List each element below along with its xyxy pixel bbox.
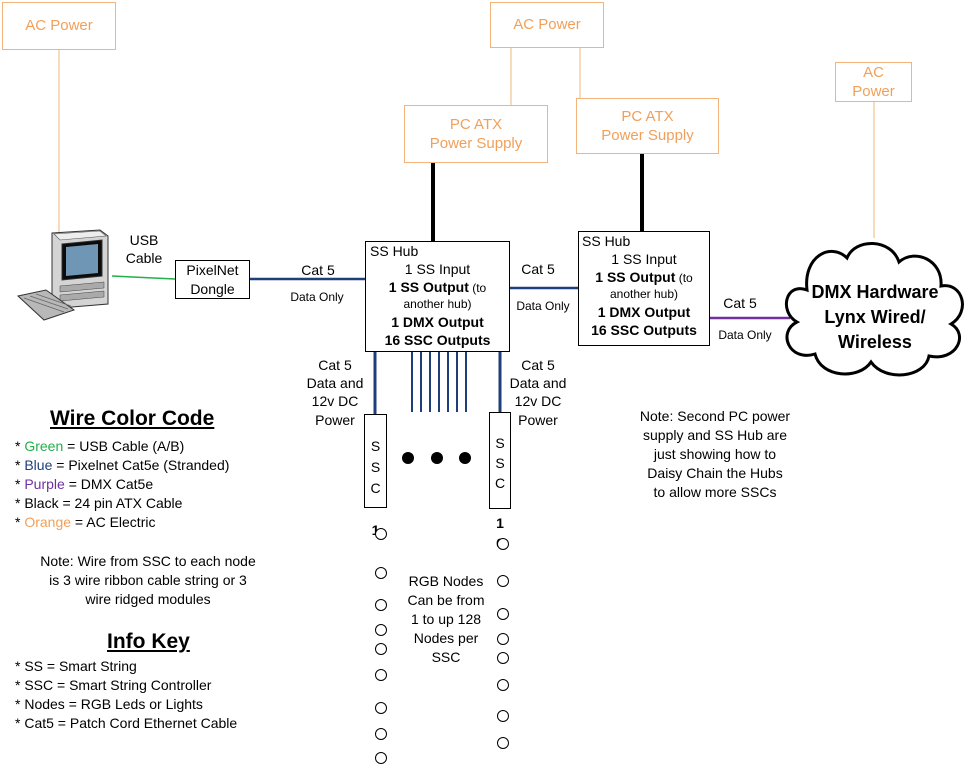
pixelnet-dongle: PixelNet Dongle [175,260,250,299]
info-key-list: * SS = Smart String * SSC = Smart String… [15,657,237,733]
rgb-node [375,752,387,764]
info-key-heading: Info Key [107,630,190,653]
hub2-ss-output-note: (to [675,271,693,286]
ssc-1: S S C 1 [364,414,387,538]
info-key-item: * SSC = Smart String Controller [15,677,212,693]
hub2-ss-output: 1 SS Output [595,269,676,286]
ac-power-box-center: AC Power [490,2,604,48]
info-key-item: * Cat5 = Patch Cord Ethernet Cable [15,715,238,731]
link2-cable-label: Cat 5 [521,261,555,277]
ssc-16: S S C 1 6 [489,412,511,551]
link3-cable-label: Cat 5 [723,295,757,311]
hub1-ss-input: 1 SS Input [404,261,471,278]
wire-note: Note: Wire from SSC to each node is 3 wi… [40,553,256,607]
dmx-cloud-shape [785,242,964,377]
hub1-ss-output-note2: another hub) [403,296,472,311]
ss-hub-1: SS Hub 1 SS Input 1 SS Output (to anothe… [365,241,510,352]
rgb-node [497,633,509,645]
hub2-ss-input: 1 SS Input [611,251,677,268]
ellipsis-dot [459,452,471,464]
ac-power-box-left: AC Power [2,2,116,50]
rgb-node [375,643,387,655]
rgb-node [497,608,509,620]
ssc16-cable-label: Cat 5 Data and 12v DC Power [509,357,567,428]
ellipsis-dot [431,452,443,464]
hub1-dmx-output: 1 DMX Output [391,313,484,330]
hub2-dmx-output: 1 DMX Output [597,303,691,320]
rgb-node [375,669,387,681]
hub2-ssc-outputs: 16 SSC Outputs [591,321,697,338]
ssc1-cable-label: Cat 5 Data and 12v DC Power [306,357,364,428]
dmx-hardware-label: DMX Hardware Lynx Wired/ Wireless [811,282,939,352]
info-key-item: * SS = Smart String [15,658,137,674]
rgb-node [375,599,387,611]
legend-item-purple: * Purple = DMX Cat5e [15,476,154,492]
legend-item-orange: * Orange = AC Electric [15,514,156,530]
ss-hub-2: SS Hub 1 SS Input 1 SS Output (to anothe… [578,231,710,346]
ssc16-letters: S S C [494,435,506,491]
rgb-node [497,679,509,691]
usb-cable-label: USB Cable [125,232,163,267]
rgb-node [497,652,509,664]
link3-note: Data Only [718,328,772,342]
rgb-node [497,538,509,550]
link1-cable-label: Cat 5 [301,262,335,278]
legend-item-blue: * Blue = Pixelnet Cat5e (Stranded) [15,457,230,473]
psu-box-1: PC ATX Power Supply [404,105,548,163]
rgb-node [375,528,387,540]
rgb-node [375,567,387,579]
ellipsis-dot [402,452,414,464]
desktop-computer-icon [16,229,109,321]
rgb-node [497,710,509,722]
rgb-node [497,575,509,587]
rgb-node [375,702,387,714]
link2-note: Data Only [516,299,570,313]
hub2-title: SS Hub [582,233,631,249]
hub1-title: SS Hub [370,243,419,259]
hub1-ss-output: 1 SS Output [388,279,469,296]
link1-note: Data Only [290,290,344,304]
rgb-node [497,737,509,749]
legend-item-green: * Green = USB Cable (A/B) [15,438,185,454]
hub1-ss-output-note: (to [468,281,487,296]
ac-power-box-right: AC Power [835,62,912,102]
info-key-item: * Nodes = RGB Leds or Lights [15,696,203,712]
hub2-ss-output-note2: another hub) [609,286,679,301]
usb-cable [111,275,176,280]
psu-box-2: PC ATX Power Supply [576,98,719,154]
wire-color-legend: * Green = USB Cable (A/B) * Blue = Pixel… [15,437,229,532]
wire-color-code-heading: Wire Color Code [50,407,215,430]
daisy-chain-note: Note: Second PC power supply and SS Hub … [639,408,791,500]
rgb-nodes-note: RGB Nodes Can be from 1 to up 128 Nodes … [407,573,485,665]
rgb-node [375,624,387,636]
legend-item-black: * Black = 24 pin ATX Cable [15,495,183,511]
hub1-ssc-outputs: 16 SSC Outputs [384,331,491,348]
ssc1-letters: S S C [370,438,381,496]
rgb-node [375,728,387,740]
